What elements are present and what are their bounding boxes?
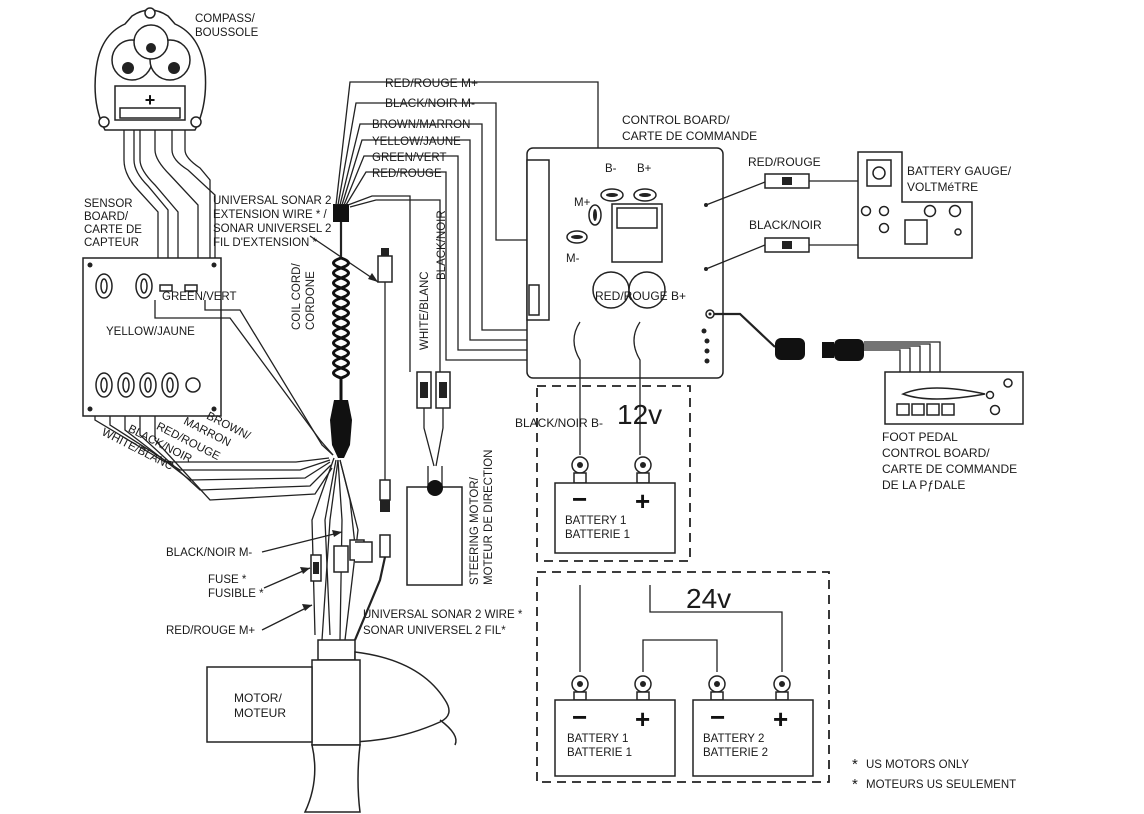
battery-24v-pack xyxy=(554,675,814,777)
battery-2-label: BATTERY 2 BATTERIE 2 xyxy=(703,733,768,759)
motor xyxy=(206,639,457,813)
sensor-wires xyxy=(94,300,334,501)
sensor-board xyxy=(82,257,222,417)
footnote-star-2: * xyxy=(852,776,858,793)
motor-red-arrow xyxy=(261,604,313,631)
black-noir-bminus-label: BLACK/NOIR B- xyxy=(515,416,603,430)
steering-motor-label: STEERING MOTOR/ MOTEUR DE DIRECTION xyxy=(469,450,495,585)
harness-label-red: RED/ROUGE xyxy=(372,168,442,180)
coil-cord xyxy=(330,256,352,458)
battery-leads xyxy=(573,321,641,455)
compass-label: COMPASS/ BOUSSOLE xyxy=(195,13,259,39)
foot-pedal-board xyxy=(884,371,1024,425)
battery-12v xyxy=(554,456,676,554)
voltage-24v: 24v xyxy=(686,583,731,614)
battery-1-minus: − xyxy=(572,702,587,732)
battery-12v-minus: − xyxy=(572,484,587,514)
coil-cord-label: COIL CORD/ CORDONE xyxy=(291,260,317,330)
sonar-extension-wire xyxy=(353,248,393,641)
harness-label-brown: BROWN/MARRON xyxy=(372,119,470,131)
footnote-star-1: * xyxy=(852,756,858,773)
terminal-b-minus: B- xyxy=(605,163,617,175)
compass-cable xyxy=(123,130,216,270)
motor-junction-wires xyxy=(310,457,373,641)
footnote-us-motors: US MOTORS ONLY xyxy=(866,759,969,771)
voltage-12v: 12v xyxy=(617,399,662,430)
terminal-b-plus: B+ xyxy=(637,163,652,175)
battery-24v-frame xyxy=(536,571,830,783)
sonar-wire-label: UNIVERSAL SONAR 2 WIRE * SONAR UNIVERSEL… xyxy=(363,609,526,637)
motor-black-label: BLACK/NOIR M- xyxy=(166,547,252,559)
motor-red-label: RED/ROUGE M+ xyxy=(166,625,255,637)
harness-label-red-mplus: RED/ROUGE M+ xyxy=(385,76,478,90)
battery-gauge-wiring xyxy=(705,173,872,270)
white-blanc-label: WHITE/BLANC xyxy=(419,271,431,350)
battery-gauge xyxy=(857,151,973,259)
black-noir-vertical-label: BLACK/NOIR xyxy=(436,210,448,280)
battery-24v-wiring xyxy=(579,585,783,672)
battery-2-plus: + xyxy=(773,704,788,734)
foot-pedal-connector xyxy=(714,312,941,375)
terminal-m-minus: M- xyxy=(566,253,580,265)
harness-label-yellow: YELLOW/JAUNE xyxy=(372,136,461,148)
red-rouge-bplus-label: RED/ROUGE B+ xyxy=(595,289,686,303)
foot-pedal-label: FOOT PEDAL CONTROL BOARD/ CARTE DE COMMA… xyxy=(882,430,1020,492)
battery-1-plus: + xyxy=(635,704,650,734)
compass-plus-sign: + xyxy=(145,90,156,110)
control-board xyxy=(526,147,724,379)
motor-black-arrow xyxy=(261,531,343,553)
control-board-label: CONTROL BOARD/ CARTE DE COMMANDE xyxy=(622,113,757,143)
battery-12v-plus: + xyxy=(635,486,650,516)
gauge-red-label: RED/ROUGE xyxy=(748,155,821,169)
sensor-yellow-label: YELLOW/JAUNE xyxy=(106,326,195,338)
fuse-label: FUSE * FUSIBLE * xyxy=(208,574,264,600)
battery-2-minus: − xyxy=(710,702,725,732)
battery-1-label: BATTERY 1 BATTERIE 1 xyxy=(567,733,632,759)
battery-12v-frame xyxy=(536,385,691,562)
harness-connector xyxy=(333,204,349,258)
steering-motor xyxy=(406,371,463,586)
sensor-board-label: SENSOR BOARD/ CARTE DE CAPTEUR xyxy=(84,198,145,249)
sonar-extension-label: UNIVERSAL SONAR 2 EXTENSION WIRE * / SON… xyxy=(213,195,335,249)
footnote-moteurs-us: MOTEURS US SEULEMENT xyxy=(866,779,1016,791)
motor-label: MOTOR/ MOTEUR xyxy=(234,691,286,720)
gauge-black-label: BLACK/NOIR xyxy=(749,218,822,232)
harness-label-green: GREEN/VERT xyxy=(372,152,447,164)
battery-12v-label: BATTERY 1 BATTERIE 1 xyxy=(565,515,630,541)
battery-gauge-label: BATTERY GAUGE/ VOLTMéTRE xyxy=(907,164,1014,194)
compass: + xyxy=(94,7,207,131)
sensor-green-label: GREEN/VERT xyxy=(162,291,237,303)
terminal-m-plus: M+ xyxy=(574,197,591,209)
